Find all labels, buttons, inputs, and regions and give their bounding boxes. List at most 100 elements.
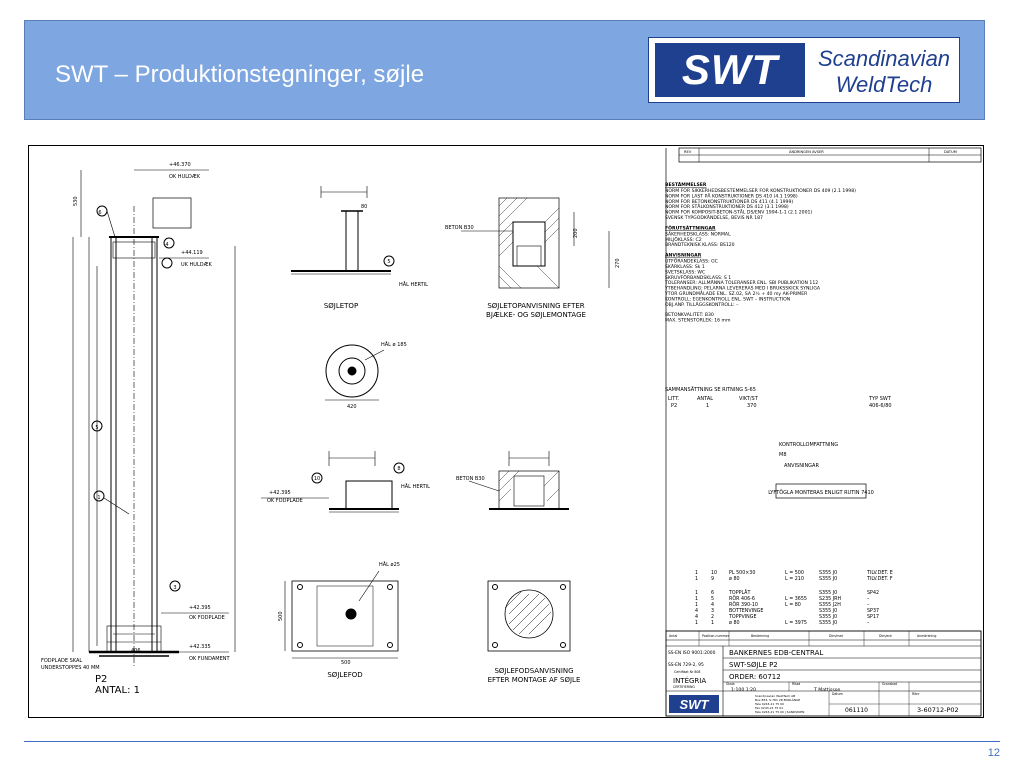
sammans-r0: P2 [671,403,677,409]
base-hole-dia: HÅL ø25 [379,561,400,568]
tb-customer: BANKERNES EDB-CENTRAL [729,649,823,657]
notes-line: SVETSKLASS: WC [665,269,705,275]
kontroll-title: KONTROLLOMFATTNING [779,442,838,448]
top-callout: 5 [387,259,390,265]
logo-line-2: WeldTech [835,72,933,97]
parts-cell: – [867,603,870,608]
cert-3: Certifikat Nr 808 [674,670,700,674]
parts-cell: SP37 [867,608,879,614]
notes-line: NORM FOR LAST PÅ KONSTRUKTIONER DS 410 (… [665,192,798,199]
production-drawing: +46.370 OK HULDÆK +44.119 UK HULDÆK +42.… [28,145,984,718]
parts-cell: 10 [711,570,717,576]
base-level: +42.395 [269,490,291,496]
install-base-line-1: SØJLEFODSANVISNING [494,667,573,675]
integria-logo: INTÉGRIA [673,676,706,685]
parts-cell: 1 [695,602,698,608]
base-dim-h: 500 [341,660,351,666]
company-3: Fax 0243-21 75 01 [755,706,783,710]
base-callout-8: 8 [397,466,400,472]
parts-cell: 1 [695,596,698,602]
notes-line: NORM FOR BETONKONSTRUKTIONER DS 411 (4.1… [665,199,793,205]
install-top-view [461,197,610,289]
cert-1: SS-EN ISO 9001:2000 [668,650,716,656]
top-hole-note: HÅL HERTIL [399,281,428,288]
sammans-h2: VIKT/ST [739,396,759,402]
notes-line: YTBEHANDLING: PELARNA LEVERERAS MED I BR… [664,286,821,292]
notes-line: KONTROLL: EGENKONTROLL ENL. SWT – INSTRU… [665,296,790,302]
notes-line: NORM FOR KOMPOSIT-BETON-STÅL DS/ENV 1994… [665,209,812,216]
parts-cell: – [867,597,870,602]
parts-cell: 4 [695,608,698,614]
column-foot-label: SØJLEFOD [327,671,362,679]
notes-line: NORM FOR STÅLKONSTRUKTIONER DS 412 (3.1 … [665,203,789,210]
sammans-r2: 370 [747,403,757,409]
notes-line: SKÄRKLASS: Sk 1 [665,263,705,270]
tb-order: ORDER: 60712 [729,673,781,681]
tb-drawing-no: 3-60712-P02 [917,706,959,714]
parts-cell: 3 [711,608,714,614]
notes-line: MAX. STENSTORLEK: 16 mm [665,318,731,324]
notes-frame [665,147,982,631]
notes-section-title: FÖRUTSÄTTNINGAR [665,224,716,231]
install-base-line-2: EFTER MONTAGE AF SØJLE [488,676,581,684]
parts-cell: 5 [711,596,714,602]
tb-h4: Dim/ant [879,634,892,638]
column-foot-view [261,451,405,659]
install-dim-200: 200 [573,228,579,238]
rev-header-1: ÄNDRINGEN AVSER [789,149,824,154]
rev-header-0: REV [684,150,692,154]
company-4: Tele 0243-21 75 00 | SANDVIKEN [754,710,804,714]
notes-line: TOLERANSER: ALLMÄNNA TOLERANSER ENL. SBI… [664,279,818,286]
page-number: 12 [987,747,1000,759]
parts-cell: 9 [711,576,714,582]
parts-cell: S235 JRH [819,596,841,602]
level-foundation-label: OK FUNDAMENT [189,656,230,662]
concrete-label: BETON B30 [445,225,474,231]
company-logo: SWT Scandinavian WeldTech [648,37,960,103]
level-top: +46.370 [169,162,191,168]
parts-cell: 1 [695,570,698,576]
cert-2: SS-EN 729-2, 95 [668,662,704,668]
notes-line: SVENSK TYPGODKÄNDELSE, BEVIS NR 187 [665,214,763,221]
notes-line: UTFÖRANDEKLASS: GC [665,258,718,265]
notes-line: SÄKERHEDSKLASS: NORMAL [665,230,731,237]
notes-section-title: BESTÄMMELSER [665,181,707,188]
tb-date: 061110 [845,707,868,714]
tb-checked-label: Granskad [882,682,897,686]
base-hole-note: HÅL HERTIL [401,483,430,490]
level-mid: +44.119 [181,250,203,256]
logo-line-1: Scandinavian [817,46,951,71]
parts-cell: L = 3655 [785,596,807,602]
tb-h3: Dim/mat [829,634,844,638]
company-0: Scandinavian WeldTech AB [755,694,795,698]
logo-mark: SWT [655,43,805,97]
slide-title: SWT – Produktionstegninger, søjle [55,61,425,88]
parts-cell: L = 210 [785,576,804,582]
level-base: +42.395 [189,605,211,611]
notes-section-title: ANVISNINGAR [665,253,702,259]
tb-h5: Anmärkning [917,634,936,638]
notes-line: MILJÖKLASS: C2 [665,236,702,243]
base-dim-v: 500 [278,611,284,621]
parts-cell: 4 [695,614,698,620]
level-foundation: +42.335 [189,644,211,650]
drawing-svg: +46.370 OK HULDÆK +44.119 UK HULDÆK +42.… [41,147,982,717]
slide-header: SWT – Produktionstegninger, søjle SWT Sc… [24,20,985,120]
company-1: Box 853, S-781 28 BORLÄNGE [755,697,800,702]
notes-line: OBJ.ANP. TILLÄGGSKONTROLL: – [665,301,739,308]
level-base-label: OK FODPLADE [189,615,225,621]
parts-cell: TOPPLÅT [728,589,750,596]
tb-drawn: T Mattisson [813,687,841,693]
parts-cell: SP42 [867,590,879,596]
note-line-2: UNDERSTOPPES 40 MM [41,665,100,671]
parts-cell: S355 J2H [819,602,841,608]
tb-swt-text: SWT [680,697,710,712]
sammans-r3: 406-6/80 [869,403,892,409]
kontroll-value: M8 [779,452,787,458]
tb-drawing-no-label: Ritnr [912,692,920,696]
parts-cell: RÖR 406-6 [729,595,755,602]
install-base-view [468,451,571,652]
tb-h1: Position-nummer [702,634,730,638]
tb-swt-logo [669,695,719,713]
